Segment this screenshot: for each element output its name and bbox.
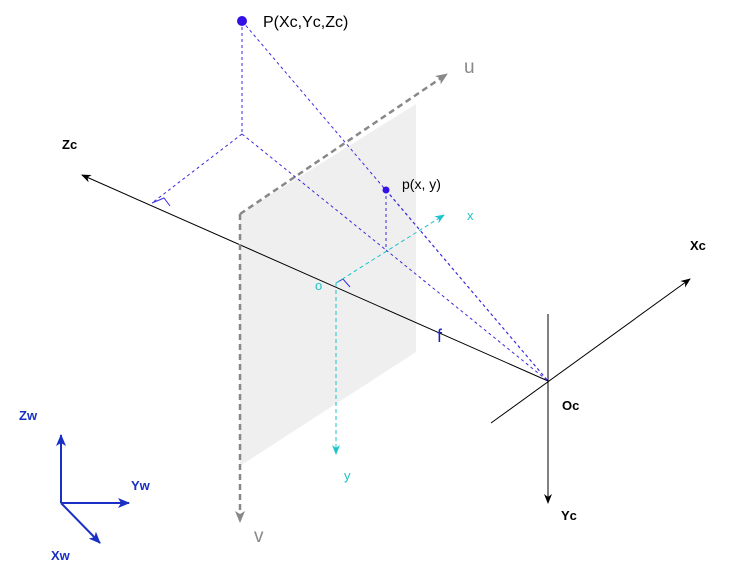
x-image-axis (335, 214, 445, 284)
projection-lines (151, 20, 549, 382)
label-Xw: Xw (51, 548, 71, 563)
label-Xc: Xc (690, 238, 706, 253)
label-p: p(x, y) (402, 176, 441, 192)
xw-axis (60, 502, 101, 544)
u-axis (239, 72, 448, 216)
label-x: x (467, 208, 474, 223)
image-plane (240, 104, 416, 466)
xc-axis (490, 278, 691, 424)
label-Zw: Zw (19, 408, 38, 423)
label-Oc: Oc (562, 398, 579, 413)
zc-axis (81, 174, 549, 382)
label-y: y (344, 468, 351, 483)
right-angle-marker-zc (151, 197, 171, 207)
label-Zc: Zc (62, 137, 77, 152)
image-point-p (382, 186, 390, 194)
label-o: o (315, 278, 322, 293)
label-Yw: Yw (131, 478, 151, 493)
label-f: f (437, 326, 443, 346)
label-Yc: Yc (561, 508, 577, 523)
label-u: u (464, 57, 475, 78)
world-point-P (237, 16, 247, 26)
label-P: P(Xc,Yc,Zc) (263, 14, 348, 31)
label-v: v (254, 526, 264, 547)
